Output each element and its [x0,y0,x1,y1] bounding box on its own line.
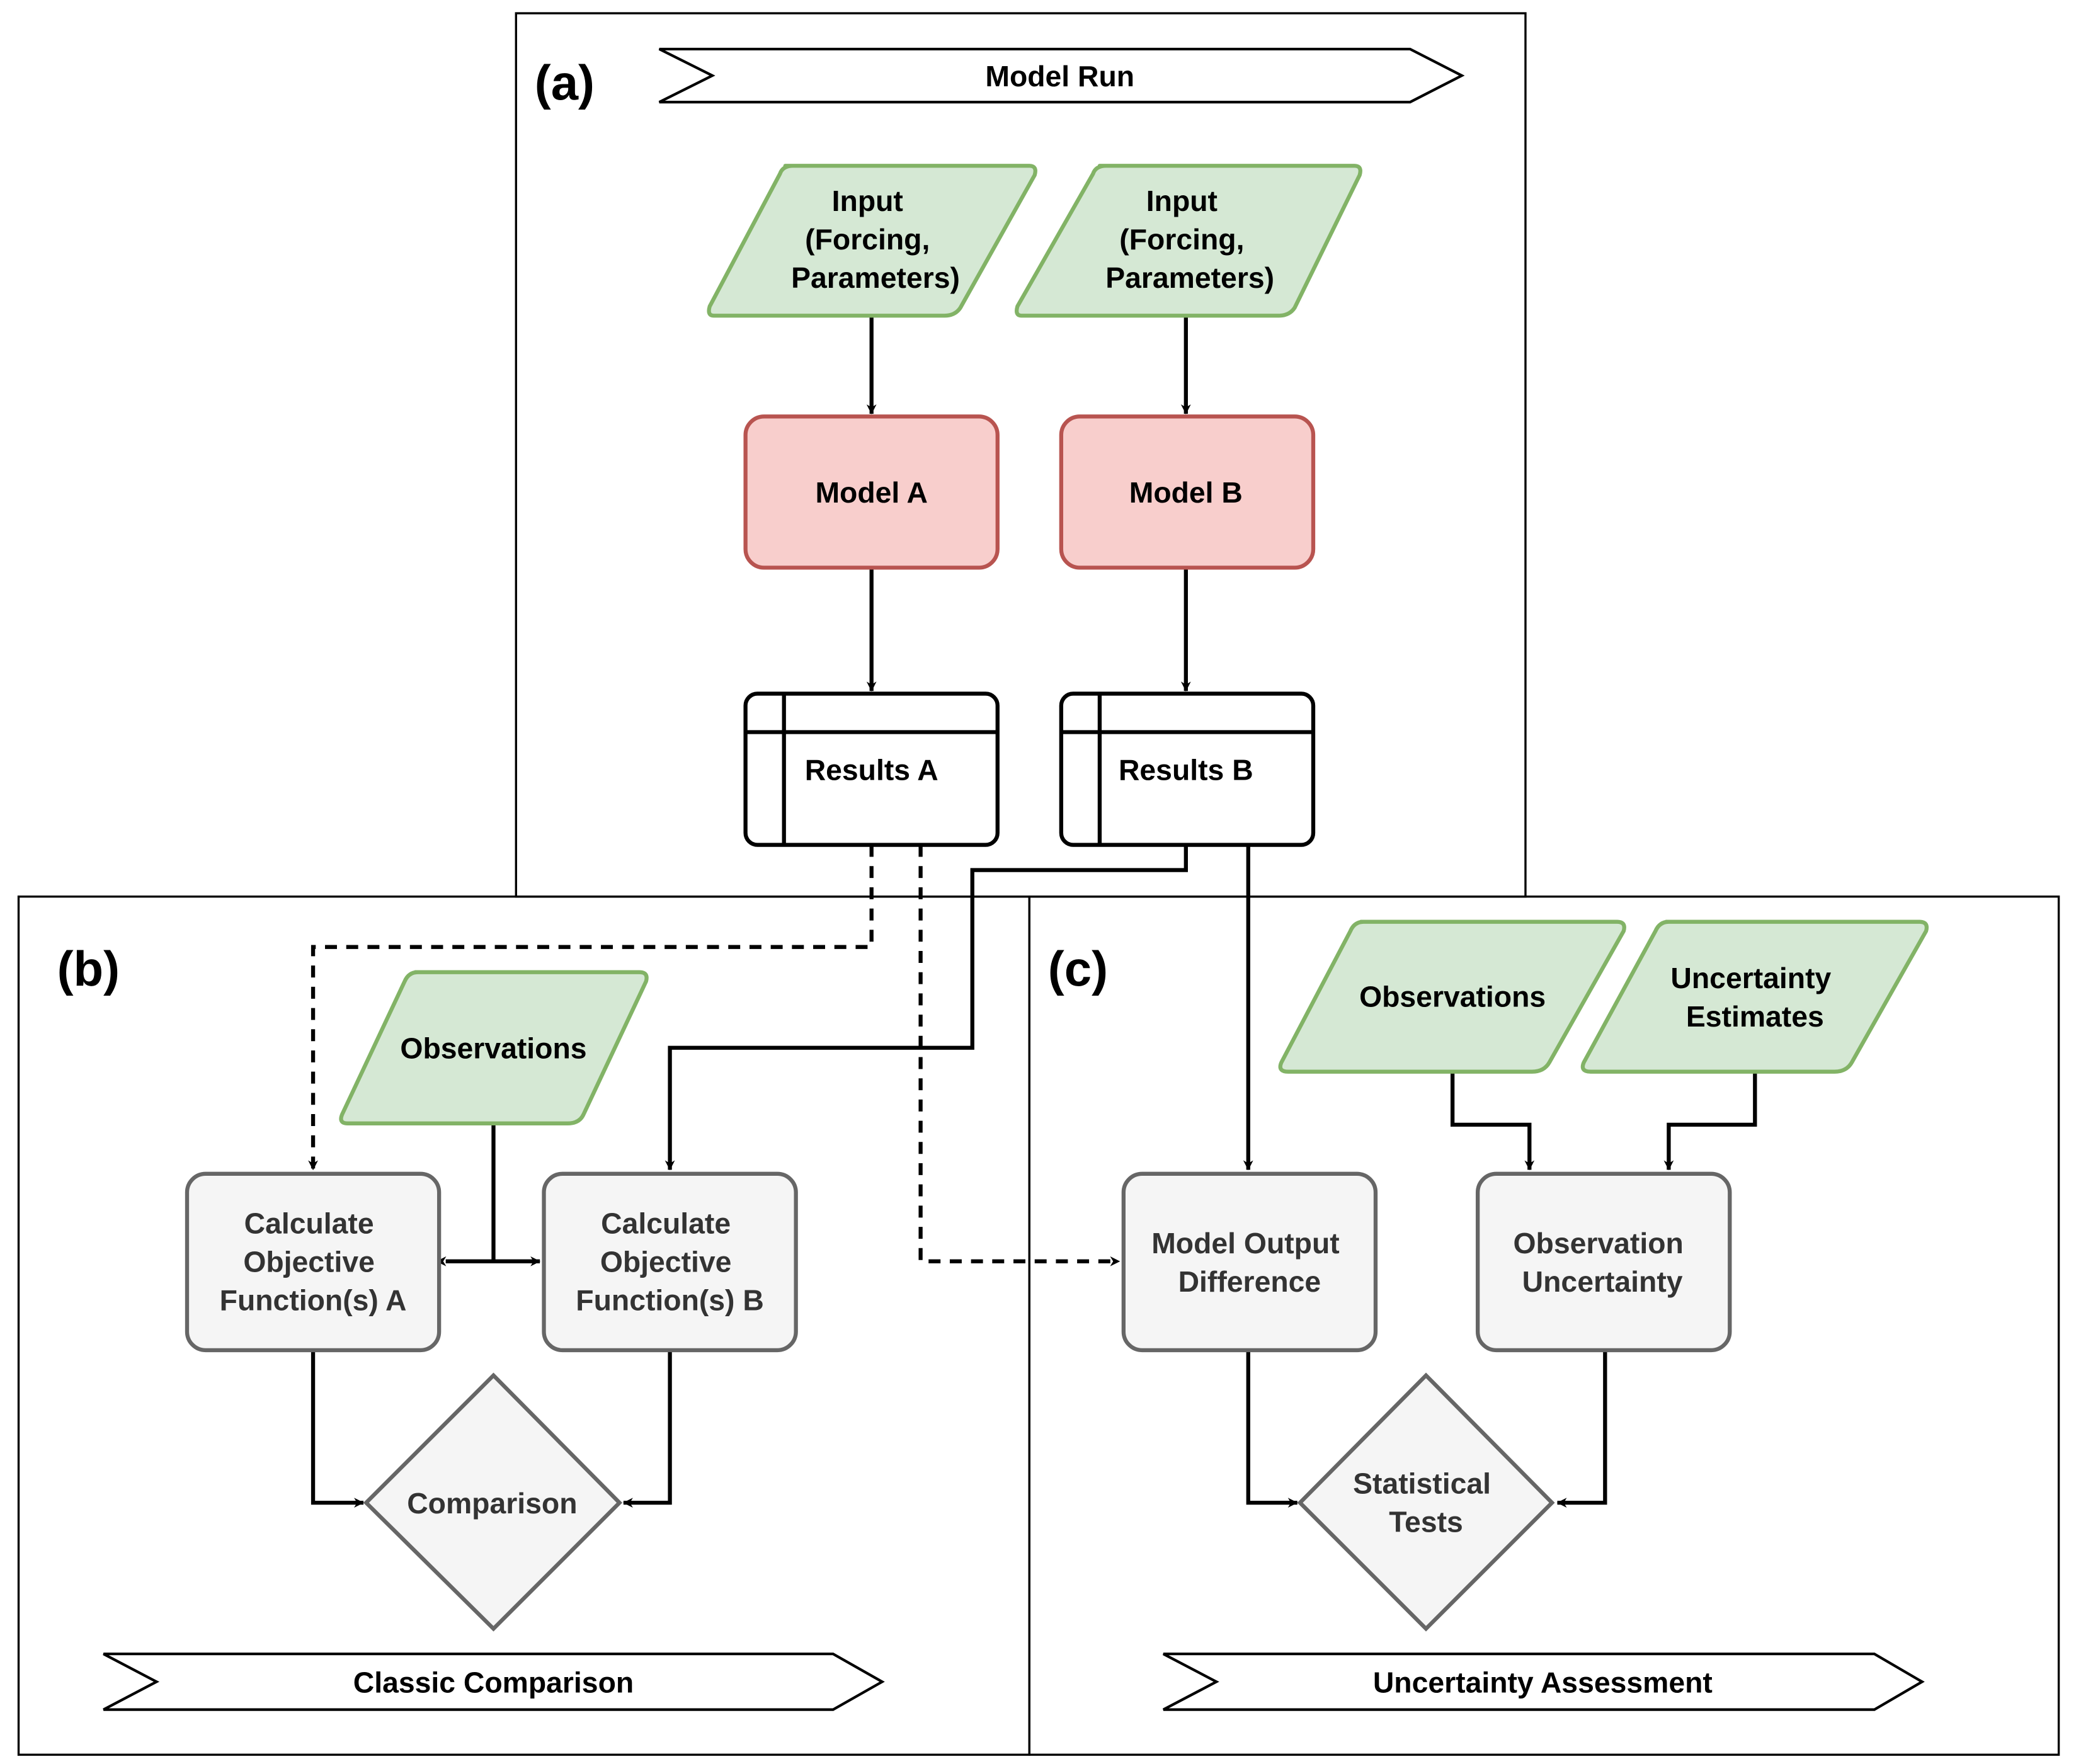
comparison-label: Comparison [407,1487,577,1520]
panel-a-label: (a) [535,55,595,110]
panel-b-label: (b) [57,941,120,996]
banner-uncertainty-assessment-label: Uncertainty Assessment [1373,1666,1713,1699]
calc-objective-b-node: Calculate Objective Function(s) B [542,1171,798,1353]
observations-node-b: Observations [339,970,649,1125]
edge-observations-to-observation-uncertainty [1450,1071,1535,1171]
edge-results-a-to-calc-a [308,845,874,1171]
calc-objective-b-label: Calculate Objective Function(s) B [576,1207,764,1317]
model-a-node: Model A [743,414,1000,570]
edge-uncertainty-estimates-to-observation-uncertainty [1663,1071,1757,1171]
banner-model-run-label: Model Run [985,60,1134,93]
panel-c-frame [1028,895,2060,1756]
observations-node-b-label: Observations [400,1032,586,1065]
uncertainty-estimates-node: Uncertainty Estimates [1580,919,1929,1074]
observation-uncertainty-node: Observation Uncertainty [1475,1171,1732,1353]
model-output-difference-node: Model Output Difference [1121,1171,1378,1353]
edge-calc-a-to-comparison [311,1350,364,1508]
observations-node-c: Observations [1278,919,1626,1074]
observation-uncertainty-label: Observation Uncertainty [1514,1227,1692,1298]
banner-classic-comparison-label: Classic Comparison [353,1666,634,1699]
input-node-b: Input (Forcing, Parameters) [1015,164,1362,318]
model-b-node: Model B [1059,414,1316,570]
results-b-node: Results B [1059,691,1316,847]
edge-results-a-to-model-output-difference [918,845,1121,1266]
model-a-label: Model A [815,476,927,509]
input-node-a: Input (Forcing, Parameters) [707,164,1037,318]
model-b-label: Model B [1129,476,1243,509]
edge-calc-b-to-comparison [623,1350,672,1508]
results-a-label: Results A [805,753,938,786]
results-a-node: Results A [743,691,1000,847]
model-output-difference-label: Model Output Difference [1151,1227,1347,1298]
results-b-label: Results B [1119,753,1253,786]
comparison-node: Comparison [363,1372,623,1632]
statistical-tests-label: Statistical Tests [1353,1467,1499,1538]
banner-uncertainty-assessment: Uncertainty Assessment [1163,1653,1925,1711]
calc-objective-a-node: Calculate Objective Function(s) A [185,1171,442,1353]
edge-model-output-difference-to-statistical-tests [1246,1350,1298,1508]
input-node-b-label: Input (Forcing, Parameters) [1105,185,1274,294]
panel-a-frame [515,12,1527,898]
observations-node-c-label: Observations [1359,980,1546,1013]
edge-results-b-to-calc-b [664,845,1188,1171]
edge-observation-uncertainty-to-statistical-tests [1556,1350,1607,1508]
panel-c-label: (c) [1048,941,1108,996]
statistical-tests-node: Statistical Tests [1297,1372,1555,1632]
uncertainty-estimates-label: Uncertainty Estimates [1670,962,1839,1033]
calc-objective-a-label: Calculate Objective Function(s) A [220,1207,407,1317]
banner-model-run: Model Run [658,47,1465,104]
input-node-a-label: Input (Forcing, Parameters) [791,185,960,294]
banner-classic-comparison: Classic Comparison [103,1653,885,1711]
